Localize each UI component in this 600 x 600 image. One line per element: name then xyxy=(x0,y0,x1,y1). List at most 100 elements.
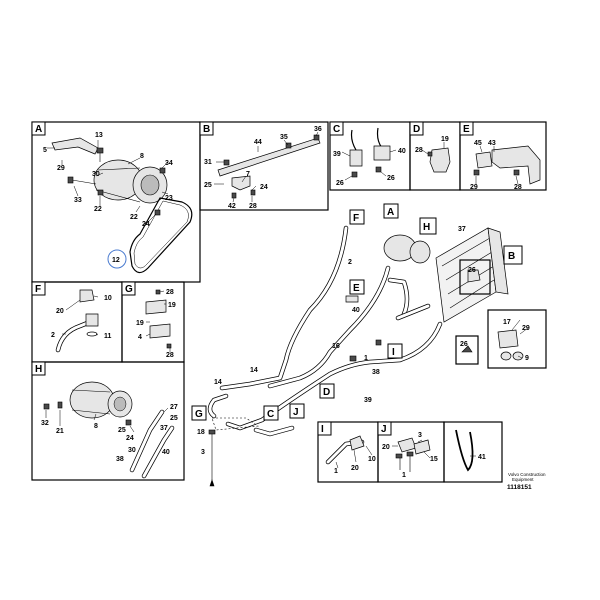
panel-a: A 13 5 29 8 30 33 34 23 22 22 24 12 xyxy=(31,121,201,283)
callout-g-19b: 19 xyxy=(136,320,144,327)
callout-c-26: 26 xyxy=(336,180,344,187)
callout-h-25b: 25 xyxy=(118,427,126,434)
panel-h: H 32 21 8 27 24 25 37 25 30 40 38 xyxy=(31,361,185,481)
callout-b-7: 7 xyxy=(246,171,250,178)
callout-d-28: 28 xyxy=(415,147,423,154)
main-tag-c: C xyxy=(267,409,274,420)
callout-j-1: 1 xyxy=(402,472,406,479)
panel-a-tag: A xyxy=(35,124,42,135)
callout-a-12: 12 xyxy=(112,257,120,264)
callout-a-33: 33 xyxy=(74,197,82,204)
figure-number: 1118151 xyxy=(507,484,532,491)
panel-e-tag: E xyxy=(463,124,470,135)
callout-i-1: 1 xyxy=(334,468,338,475)
callout-main-3: 3 xyxy=(201,449,205,456)
panel-b: B 44 35 36 31 25 7 24 42 28 xyxy=(199,121,329,211)
callout-h-24: 24 xyxy=(126,435,134,442)
callout-i-20: 20 xyxy=(351,465,359,472)
panel-b-tag: B xyxy=(203,124,210,135)
callout-g-28: 28 xyxy=(166,289,174,296)
main-tag-i: I xyxy=(392,347,395,358)
callout-main-38: 38 xyxy=(372,369,380,376)
callout-h-37: 37 xyxy=(160,425,168,432)
callout-h-27: 27 xyxy=(170,404,178,411)
callout-e-43: 43 xyxy=(488,140,496,147)
footer-company: Volvo Construction xyxy=(508,472,546,477)
callout-c-39: 39 xyxy=(333,151,341,158)
callout-h-21: 21 xyxy=(56,428,64,435)
panel-d-tag: D xyxy=(413,124,420,135)
main-assembly: F A H B E I D G C J 2 37 26 40 17 29 9 2… xyxy=(191,203,547,487)
main-tag-d: D xyxy=(323,387,330,398)
callout-e-28: 28 xyxy=(514,184,522,191)
main-tag-b: B xyxy=(508,251,515,262)
panel-f: F 20 10 2 11 xyxy=(31,281,123,363)
callout-f-2: 2 xyxy=(51,332,55,339)
main-tag-g: G xyxy=(195,409,203,420)
callout-main-39: 39 xyxy=(364,397,372,404)
callout-main-1: 1 xyxy=(364,355,368,362)
callout-main-14: 14 xyxy=(250,367,258,374)
callout-a-5: 5 xyxy=(43,147,47,154)
callout-main-2: 2 xyxy=(348,259,352,266)
callout-e-45: 45 xyxy=(474,140,482,147)
callout-b-36: 36 xyxy=(314,126,322,133)
panel-g: G 28 19 19 4 28 xyxy=(121,281,185,363)
panel-k: 41 xyxy=(443,421,503,483)
panel-g-tag: G xyxy=(125,284,133,295)
panel-d: D 19 28 xyxy=(409,121,461,191)
main-tag-h: H xyxy=(423,222,430,233)
callout-h-25: 25 xyxy=(170,415,178,422)
callout-b-42: 42 xyxy=(228,203,236,210)
callout-k-41: 41 xyxy=(478,454,486,461)
callout-b-44: 44 xyxy=(254,139,262,146)
callout-f-20: 20 xyxy=(56,308,64,315)
callout-a-23: 23 xyxy=(165,195,173,202)
panel-h-tag: H xyxy=(35,364,42,375)
callout-main-37: 37 xyxy=(458,226,466,233)
callout-main-9: 9 xyxy=(525,355,529,362)
callout-i-10: 10 xyxy=(368,456,376,463)
callout-b-35: 35 xyxy=(280,134,288,141)
callout-j-3: 3 xyxy=(418,432,422,439)
callout-j-15: 15 xyxy=(430,456,438,463)
callout-b-24: 24 xyxy=(260,184,268,191)
footer-company-2: Equipment xyxy=(512,477,534,482)
callout-a-30: 30 xyxy=(92,171,100,178)
callout-f-10: 10 xyxy=(104,295,112,302)
callout-c-40: 40 xyxy=(398,148,406,155)
callout-h-30: 30 xyxy=(128,447,136,454)
callout-g-19: 19 xyxy=(168,302,176,309)
panel-c-tag: C xyxy=(333,124,340,135)
callout-f-11: 11 xyxy=(104,333,112,340)
panel-j: J 20 3 1 15 xyxy=(377,421,445,483)
callout-a-29: 29 xyxy=(57,165,65,172)
callout-d-19: 19 xyxy=(441,136,449,143)
callout-b-31: 31 xyxy=(204,159,212,166)
main-tag-e: E xyxy=(353,283,360,294)
main-tag-j: J xyxy=(293,407,299,418)
panel-c: C 39 40 26 26 xyxy=(329,121,411,191)
panel-i: I 20 10 1 xyxy=(317,421,379,483)
main-tag-a: A xyxy=(387,207,394,218)
callout-g-4: 4 xyxy=(138,334,142,341)
panel-i-tag: I xyxy=(321,424,324,435)
callout-h-38: 38 xyxy=(116,456,124,463)
callout-j-20: 20 xyxy=(382,444,390,451)
callout-a-13: 13 xyxy=(95,132,103,139)
callout-a-22b: 22 xyxy=(130,214,138,221)
panel-j-tag: J xyxy=(381,424,387,435)
footer: Volvo Construction Equipment 1118151 xyxy=(507,472,546,491)
callout-main-26b: 26 xyxy=(460,341,468,348)
callout-main-29: 29 xyxy=(522,325,530,332)
callout-a-8: 8 xyxy=(140,153,144,160)
callout-h-40: 40 xyxy=(162,449,170,456)
callout-a-34: 34 xyxy=(165,160,173,167)
callout-main-16: 16 xyxy=(332,343,340,350)
panel-f-tag: F xyxy=(35,284,41,295)
callout-c-26b: 26 xyxy=(387,175,395,182)
callout-a-22: 22 xyxy=(94,206,102,213)
main-tag-f: F xyxy=(353,213,359,224)
